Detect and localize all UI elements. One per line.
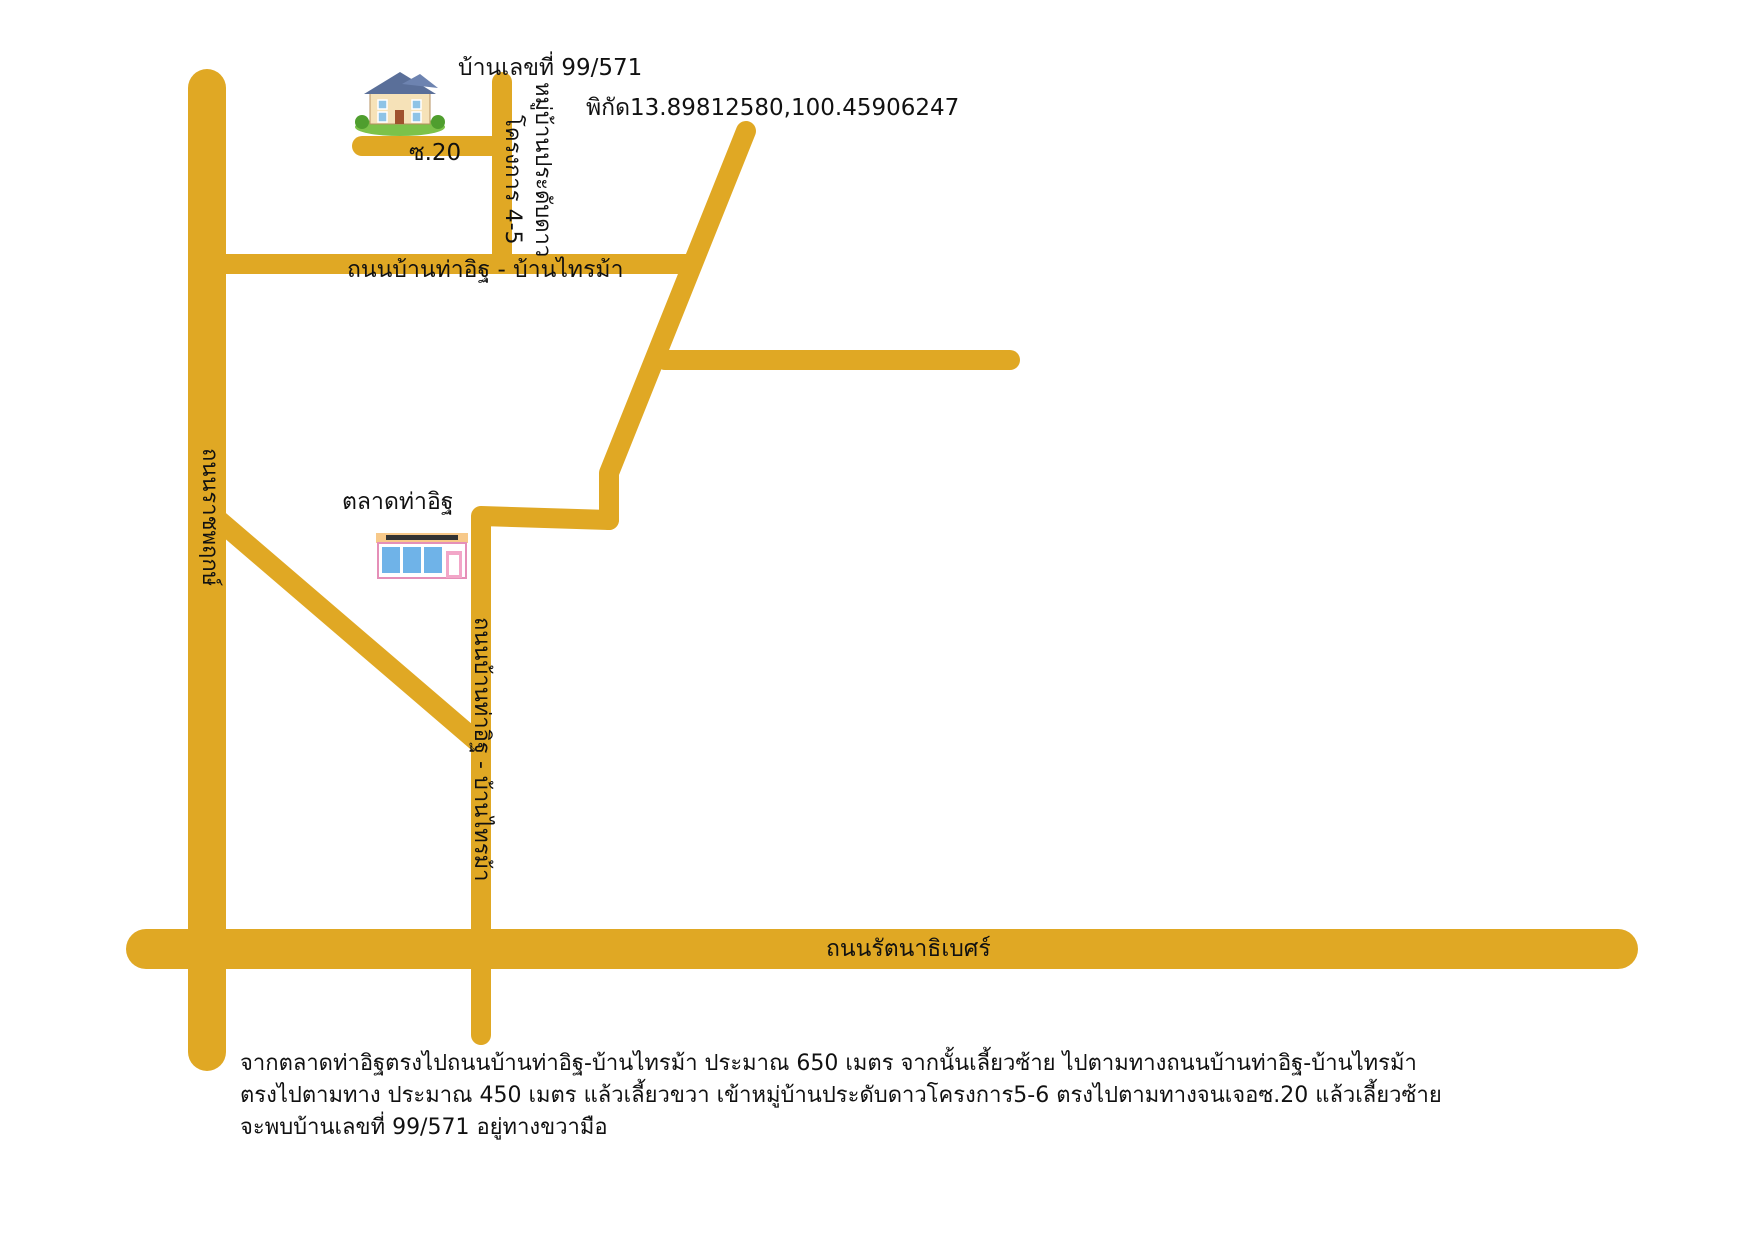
project-4-5-label: โครงการ 4-5 bbox=[500, 115, 525, 245]
road-diagonal bbox=[599, 121, 756, 530]
tha-it-vertical-road-label: ถนนบ้านท่าอิฐ - บ้านไทรม้า bbox=[469, 617, 494, 882]
road-market-connector bbox=[471, 506, 619, 1045]
soi-20-label: ซ.20 bbox=[409, 140, 462, 166]
coordinates-label: พิกัด13.89812580,100.45906247 bbox=[586, 95, 960, 121]
house-number-label: บ้านเลขที่ 99/571 bbox=[458, 55, 643, 81]
village-pradapdao-label: หมู่บ้านประดับดาว bbox=[530, 82, 555, 258]
market-label: ตลาดท่าอิฐ bbox=[342, 489, 454, 515]
directions-line: จะพบบ้านเลขที่ 99/571 อยู่ทางขวามือ bbox=[240, 1115, 608, 1140]
directions-text: จากตลาดท่าอิฐตรงไปถนนบ้านท่าอิฐ-บ้านไทรม… bbox=[240, 1048, 1640, 1144]
store-icon bbox=[376, 533, 468, 579]
directions-line: จากตลาดท่าอิฐตรงไปถนนบ้านท่าอิฐ-บ้านไทรม… bbox=[240, 1051, 1417, 1076]
house-icon bbox=[355, 72, 445, 136]
ratchaphruek-road-label: ถนนราชพฤกษ์ bbox=[197, 448, 222, 587]
tha-it-upper-road-label: ถนนบ้านท่าอิฐ - บ้านไทรม้า bbox=[347, 257, 624, 283]
road-southwest-diagonal bbox=[197, 500, 491, 755]
rattanathibet-road-label: ถนนรัตนาธิเบศร์ bbox=[826, 936, 991, 962]
directions-line: ตรงไปตามทาง ประมาณ 450 เมตร แล้วเลี้ยวขว… bbox=[240, 1083, 1442, 1108]
